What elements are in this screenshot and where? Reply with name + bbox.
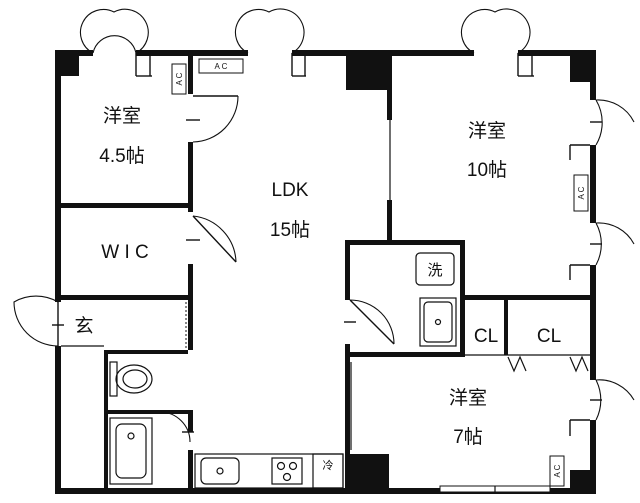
wash-basin bbox=[419, 297, 457, 347]
door-right-3 bbox=[569, 379, 635, 436]
room-name-wic: W I C bbox=[101, 242, 149, 263]
door-wic bbox=[186, 215, 237, 263]
fridge-label: 冷 bbox=[323, 459, 334, 472]
door-top-middle bbox=[234, 8, 306, 77]
door-right-1 bbox=[569, 99, 635, 160]
room-name-closet-1: CL bbox=[474, 326, 498, 347]
room-size-western-mid: 7帖 bbox=[453, 426, 483, 448]
kitchen bbox=[194, 453, 344, 489]
doors bbox=[13, 8, 635, 443]
washer: 洗 bbox=[415, 252, 455, 286]
room-name-western-large: 洋室 bbox=[468, 120, 506, 142]
room-name-ldk: LDK bbox=[272, 180, 309, 201]
ac-label-ldk: A C bbox=[215, 62, 228, 71]
door-bath bbox=[159, 411, 194, 443]
room-size-ldk: 15帖 bbox=[270, 219, 310, 241]
ac-label-mid-room: A C bbox=[553, 464, 562, 477]
door-small-room bbox=[186, 95, 239, 143]
room-labels: 洋室 4.5帖 LDK 15帖 洋室 10帖 W I C 玄 CL CL 洋室 … bbox=[74, 105, 561, 448]
toilet bbox=[109, 361, 153, 397]
room-name-closet-2: CL bbox=[537, 326, 561, 347]
door-top-left bbox=[79, 8, 152, 77]
ac-label-large-room: A C bbox=[577, 186, 586, 199]
bathtub bbox=[109, 417, 153, 485]
door-top-right bbox=[460, 8, 534, 77]
door-utility bbox=[344, 299, 395, 345]
room-size-western-large: 10帖 bbox=[467, 159, 507, 181]
partitions bbox=[61, 120, 590, 493]
door-right-2 bbox=[569, 222, 635, 280]
washer-label: 洗 bbox=[427, 262, 442, 279]
room-size-western-small: 4.5帖 bbox=[99, 145, 144, 167]
fixtures: 洗 冷 bbox=[109, 252, 457, 489]
room-name-western-small: 洋室 bbox=[103, 105, 141, 127]
room-name-entrance: 玄 bbox=[74, 315, 93, 337]
ac-label-small-room: A C bbox=[175, 72, 184, 85]
room-name-western-mid: 洋室 bbox=[449, 387, 487, 409]
door-entrance bbox=[13, 295, 64, 347]
ac-units: A C A C A C A C bbox=[171, 58, 589, 487]
